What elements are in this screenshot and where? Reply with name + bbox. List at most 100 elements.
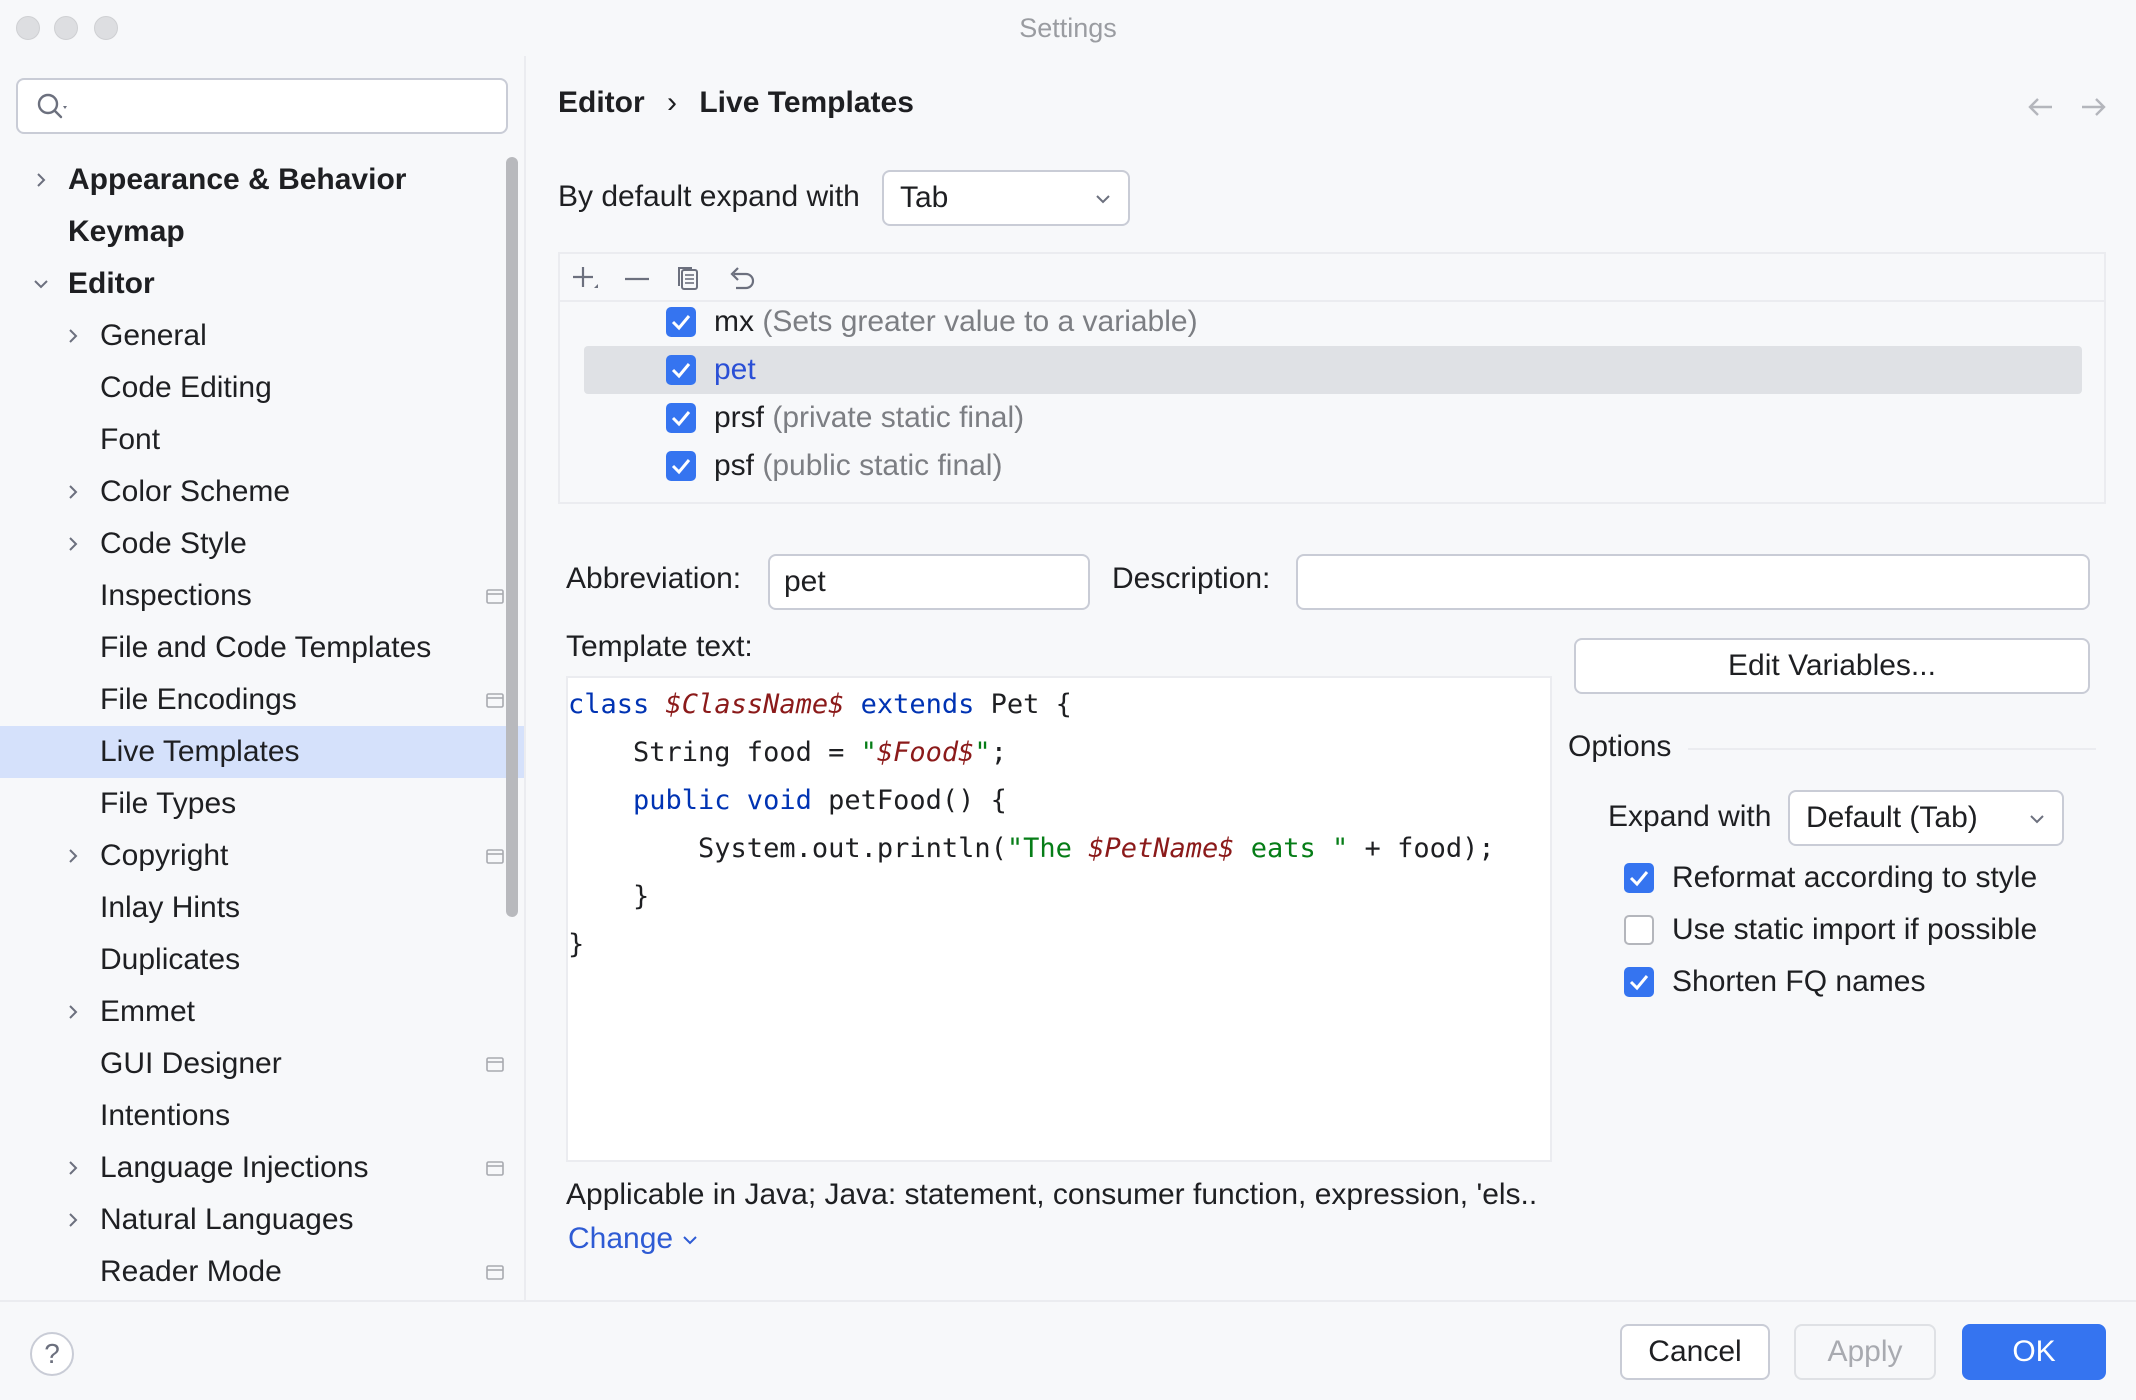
sidebar-item[interactable]: GUI Designer <box>0 1038 524 1090</box>
sidebar-item[interactable]: General <box>0 310 524 362</box>
applicable-contexts: Applicable in Java; Java: statement, con… <box>566 1178 1538 1211</box>
expand-with-dropdown[interactable]: Default (Tab) <box>1788 790 2064 846</box>
template-description: (Sets greater value to a variable) <box>762 305 1198 338</box>
template-row[interactable]: prsf (private static final) <box>584 394 2082 442</box>
sidebar-item-label: Font <box>100 423 161 456</box>
static-import-checkbox[interactable] <box>1624 915 1654 945</box>
window-title: Settings <box>1019 13 1117 43</box>
project-level-icon <box>486 589 504 604</box>
change-contexts-link[interactable]: Change <box>568 1222 699 1256</box>
help-button[interactable]: ? <box>30 1332 74 1376</box>
cancel-button[interactable]: Cancel <box>1620 1324 1770 1380</box>
template-enabled-checkbox[interactable] <box>666 355 696 385</box>
sidebar-item[interactable]: File Types <box>0 778 524 830</box>
sidebar-item[interactable]: Intentions <box>0 1090 524 1142</box>
sidebar-item-label: Keymap <box>68 215 185 248</box>
remove-icon[interactable] <box>622 264 652 294</box>
expand-default-value: Tab <box>900 181 949 214</box>
search-input[interactable] <box>88 88 488 124</box>
template-row[interactable]: mx (Sets greater value to a variable) <box>584 298 2082 346</box>
abbreviation-field[interactable]: pet <box>768 554 1090 610</box>
breadcrumb-separator: › <box>667 86 678 119</box>
sidebar-item[interactable]: Font <box>0 414 524 466</box>
project-level-icon <box>486 693 504 708</box>
chevron-right-icon[interactable] <box>64 483 82 501</box>
chevron-right-icon[interactable] <box>64 1003 82 1021</box>
template-abbreviation: mx <box>714 305 754 338</box>
sidebar-item[interactable]: File and Code Templates <box>0 622 524 674</box>
copy-icon[interactable] <box>674 264 704 294</box>
code-text: Pet { <box>974 689 1072 720</box>
chevron-right-icon[interactable] <box>64 327 82 345</box>
sidebar-item[interactable]: Copyright <box>0 830 524 882</box>
sidebar-item[interactable]: Reader Mode <box>0 1246 524 1298</box>
code-line: } <box>568 874 649 920</box>
sidebar-item-label: File Encodings <box>100 683 297 716</box>
sidebar-item-label: Inspections <box>100 579 252 612</box>
sidebar-item[interactable]: Color Scheme <box>0 466 524 518</box>
sidebar-item-label: Natural Languages <box>100 1203 354 1236</box>
chevron-right-icon[interactable] <box>64 847 82 865</box>
settings-content: Editor › Live Templates By default expan… <box>526 56 2136 1300</box>
reformat-label: Reformat according to style <box>1672 861 2038 894</box>
sidebar-item[interactable]: Duplicates <box>0 934 524 986</box>
breadcrumb-parent[interactable]: Editor <box>558 86 645 119</box>
close-window-button[interactable] <box>16 16 40 40</box>
add-icon[interactable] <box>570 264 600 294</box>
code-string: eats " <box>1234 833 1349 864</box>
chevron-down-icon <box>2030 815 2044 824</box>
sidebar-item[interactable]: Inspections <box>0 570 524 622</box>
sidebar-item-label: General <box>100 319 207 352</box>
chevron-right-icon[interactable] <box>64 1211 82 1229</box>
sidebar-divider <box>524 56 526 1300</box>
shorten-fq-checkbox[interactable] <box>1624 967 1654 997</box>
sidebar-item[interactable]: Code Style <box>0 518 524 570</box>
sidebar-item[interactable]: Keymap <box>0 206 524 258</box>
sidebar-scrollbar[interactable] <box>506 157 518 917</box>
chevron-right-icon[interactable] <box>64 1159 82 1177</box>
help-icon: ? <box>44 1338 60 1369</box>
code-text: } <box>568 929 585 960</box>
description-field[interactable] <box>1296 554 2090 610</box>
template-description: (public static final) <box>762 449 1003 482</box>
template-row[interactable]: pet <box>584 346 2082 394</box>
code-string: " <box>974 737 991 768</box>
project-level-icon <box>486 849 504 864</box>
template-enabled-checkbox[interactable] <box>666 403 696 433</box>
sidebar-item[interactable]: Live Templates <box>0 726 524 778</box>
template-enabled-checkbox[interactable] <box>666 451 696 481</box>
reformat-checkbox[interactable] <box>1624 863 1654 893</box>
template-row[interactable]: psf (public static final) <box>584 442 2082 490</box>
code-keyword: extends <box>844 689 975 720</box>
sidebar-item-label: Language Injections <box>100 1151 369 1184</box>
sidebar-item[interactable]: Language Injections <box>0 1142 524 1194</box>
template-text-editor[interactable]: class $ClassName$ extends Pet { String f… <box>566 676 1552 1162</box>
back-arrow-icon[interactable] <box>2026 92 2056 122</box>
sidebar-item[interactable]: Inlay Hints <box>0 882 524 934</box>
static-import-label: Use static import if possible <box>1672 913 2038 946</box>
sidebar-item[interactable]: Appearance & Behavior <box>0 154 524 206</box>
sidebar-item-label: GUI Designer <box>100 1047 282 1080</box>
settings-search[interactable] <box>16 78 508 134</box>
chevron-down-icon <box>1096 195 1110 204</box>
sidebar-item[interactable]: Code Editing <box>0 362 524 414</box>
forward-arrow-icon[interactable] <box>2078 92 2108 122</box>
apply-button[interactable]: Apply <box>1794 1324 1936 1380</box>
edit-variables-button[interactable]: Edit Variables... <box>1574 638 2090 694</box>
sidebar-item[interactable]: Emmet <box>0 986 524 1038</box>
sidebar-item[interactable]: Editor <box>0 258 524 310</box>
chevron-right-icon[interactable] <box>32 171 50 189</box>
minimize-window-button[interactable] <box>54 16 78 40</box>
chevron-down-icon[interactable] <box>32 275 50 293</box>
ok-button[interactable]: OK <box>1962 1324 2106 1380</box>
code-line: public void petFood() { <box>568 778 1007 824</box>
zoom-window-button[interactable] <box>94 16 118 40</box>
sidebar-item[interactable]: Natural Languages <box>0 1194 524 1246</box>
chevron-right-icon[interactable] <box>64 535 82 553</box>
template-enabled-checkbox[interactable] <box>666 307 696 337</box>
sidebar-item[interactable]: File Encodings <box>0 674 524 726</box>
restore-icon[interactable] <box>726 264 756 294</box>
expand-default-dropdown[interactable]: Tab <box>882 170 1130 226</box>
sidebar-item-label: Copyright <box>100 839 229 872</box>
